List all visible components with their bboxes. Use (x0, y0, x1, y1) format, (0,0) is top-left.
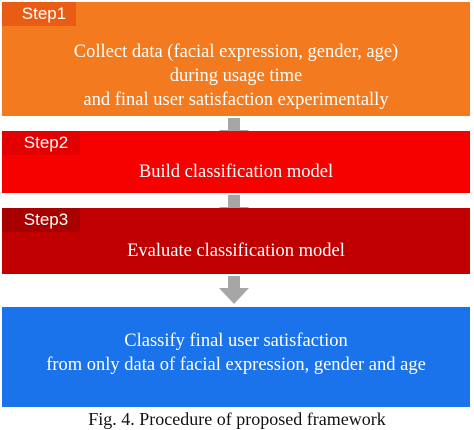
step3-text: Evaluate classification model (2, 239, 470, 263)
step1-line-1: Collect data (facial expression, gender,… (73, 42, 399, 62)
step4-box: Classify final user satisfaction from on… (2, 307, 470, 407)
step4-line-2: from only data of facial expression, gen… (46, 355, 426, 375)
step1-line-3: and final user satisfaction experimental… (83, 90, 389, 110)
step1-box: Step1 Collect data (facial expression, g… (2, 2, 470, 116)
step4-text: Classify final user satisfaction from on… (2, 329, 470, 377)
step4-line-1: Classify final user satisfaction (124, 331, 348, 351)
step3-line-1: Evaluate classification model (127, 241, 345, 261)
down-arrow-icon (219, 276, 249, 304)
step1-line-2: during usage time (169, 66, 303, 86)
step2-box: Step2 Build classification model (2, 131, 470, 193)
step3-label: Step3 (2, 208, 80, 232)
step1-label: Step1 (2, 2, 76, 26)
step1-text: Collect data (facial expression, gender,… (2, 40, 470, 112)
step2-line-1: Build classification model (138, 162, 334, 182)
step2-text: Build classification model (2, 160, 470, 184)
figure-caption: Fig. 4. Procedure of proposed framework (88, 409, 386, 429)
step2-label: Step2 (2, 131, 80, 155)
step3-box: Step3 Evaluate classification model (2, 208, 470, 274)
